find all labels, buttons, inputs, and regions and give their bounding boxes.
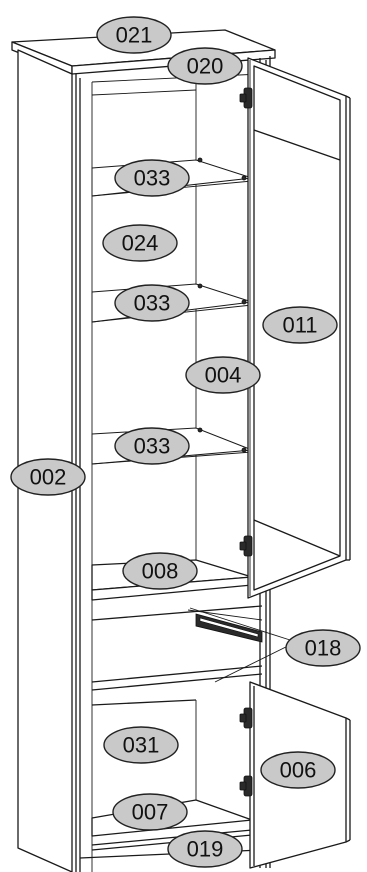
svg-text:019: 019 — [187, 837, 224, 862]
hinge-icon — [239, 87, 253, 109]
drawer-compartment — [91, 605, 301, 691]
bottom-compartment — [91, 699, 253, 851]
part-label-004: 004 — [185, 356, 261, 394]
svg-text:007: 007 — [132, 800, 169, 825]
svg-text:033: 033 — [134, 166, 171, 191]
part-label-021: 021 — [96, 16, 172, 54]
svg-text:021: 021 — [116, 23, 153, 48]
part-label-031: 031 — [103, 726, 179, 764]
part-label-007: 007 — [112, 793, 188, 831]
svg-text:006: 006 — [280, 758, 317, 783]
svg-text:031: 031 — [123, 733, 160, 758]
part-label-011: 011 — [262, 306, 338, 344]
svg-text:008: 008 — [142, 559, 179, 584]
part-label-033: 033 — [114, 427, 190, 465]
svg-text:004: 004 — [205, 363, 242, 388]
part-label-002: 002 — [10, 458, 86, 496]
svg-text:033: 033 — [134, 434, 171, 459]
part-label-033: 033 — [114, 284, 190, 322]
hinge-icon — [239, 707, 253, 729]
svg-text:020: 020 — [187, 54, 224, 79]
part-label-018: 018 — [285, 629, 361, 667]
svg-text:002: 002 — [30, 465, 67, 490]
svg-text:011: 011 — [282, 313, 317, 338]
svg-text:024: 024 — [122, 231, 159, 256]
part-label-019: 019 — [167, 830, 243, 868]
part-label-020: 020 — [167, 47, 243, 85]
part-label-006: 006 — [260, 751, 336, 789]
hinge-icon — [239, 775, 253, 797]
svg-text:033: 033 — [134, 291, 171, 316]
svg-text:018: 018 — [305, 636, 342, 661]
part-label-008: 008 — [122, 552, 198, 590]
hinge-icon — [239, 535, 253, 557]
part-label-033: 033 — [114, 159, 190, 197]
part-label-024: 024 — [102, 224, 178, 262]
